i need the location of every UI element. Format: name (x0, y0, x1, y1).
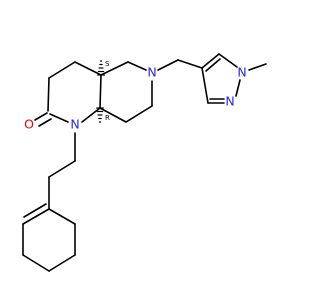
pyrazole-n2-label: N (225, 94, 234, 109)
cyclohexene-ring-bonds (22, 176, 76, 272)
bond-c5pyr-n1pyr (218, 53, 238, 68)
bond-c2-o-b (38, 118, 52, 127)
bond-c4pyr-c5pyr-b (205, 58, 221, 72)
methylene-linker-bonds (157, 59, 203, 71)
oxygen-atom-label: O (24, 117, 34, 132)
lactam-nitrogen-label: N (70, 117, 79, 132)
bond-c7-c8 (125, 105, 153, 123)
molecule-structure-diagram: O N N N N S R (22, 53, 267, 272)
piperidine-nitrogen-label: N (147, 65, 156, 80)
bond-c4a-c5 (100, 61, 129, 76)
bond-c5-n6 (127, 61, 147, 71)
bond-ch2-c4pyr (177, 59, 203, 69)
stereo-hash-c4a (97, 60, 105, 76)
bond-ch2a-ch2b (48, 160, 76, 178)
bond-c3-c2 (47, 77, 50, 112)
bond-c8-c8a (99, 107, 127, 123)
piperidine-ring-bonds (99, 61, 153, 123)
bond-c4-c3 (48, 61, 76, 79)
ethyl-linker-bonds (48, 132, 76, 178)
bond-c4a-c4 (74, 61, 102, 76)
bond-n1-c8a (81, 107, 101, 123)
bond-c1-c2-b (23, 203, 47, 218)
bond-c3pyr-c4pyr (201, 67, 209, 104)
bond-c2-o-a (34, 112, 48, 121)
bond-c4-c5 (48, 254, 76, 272)
stereo-label-c4a: S (105, 60, 110, 68)
bond-c4pyr-c5pyr-a (201, 53, 220, 69)
bond-c2-n1 (49, 113, 69, 123)
bond-n1pyr-n2pyr (235, 79, 241, 97)
bond-c1-c2-a (22, 208, 50, 225)
bond-c3-c4 (22, 254, 50, 272)
pyrazole-n-methyl-label: N (237, 65, 246, 80)
pyrazole-ring-bonds (201, 53, 267, 104)
bond-c6-c1 (48, 208, 76, 225)
bond-n6-ch2 (157, 59, 179, 71)
stereo-label-c8a: R (105, 114, 110, 122)
lactam-ring-bonds (34, 61, 102, 127)
bond-n1pyr-methyl (248, 63, 267, 71)
stereo-hash-c8a (96, 107, 104, 123)
bond-c8a-c4a (99, 74, 102, 109)
